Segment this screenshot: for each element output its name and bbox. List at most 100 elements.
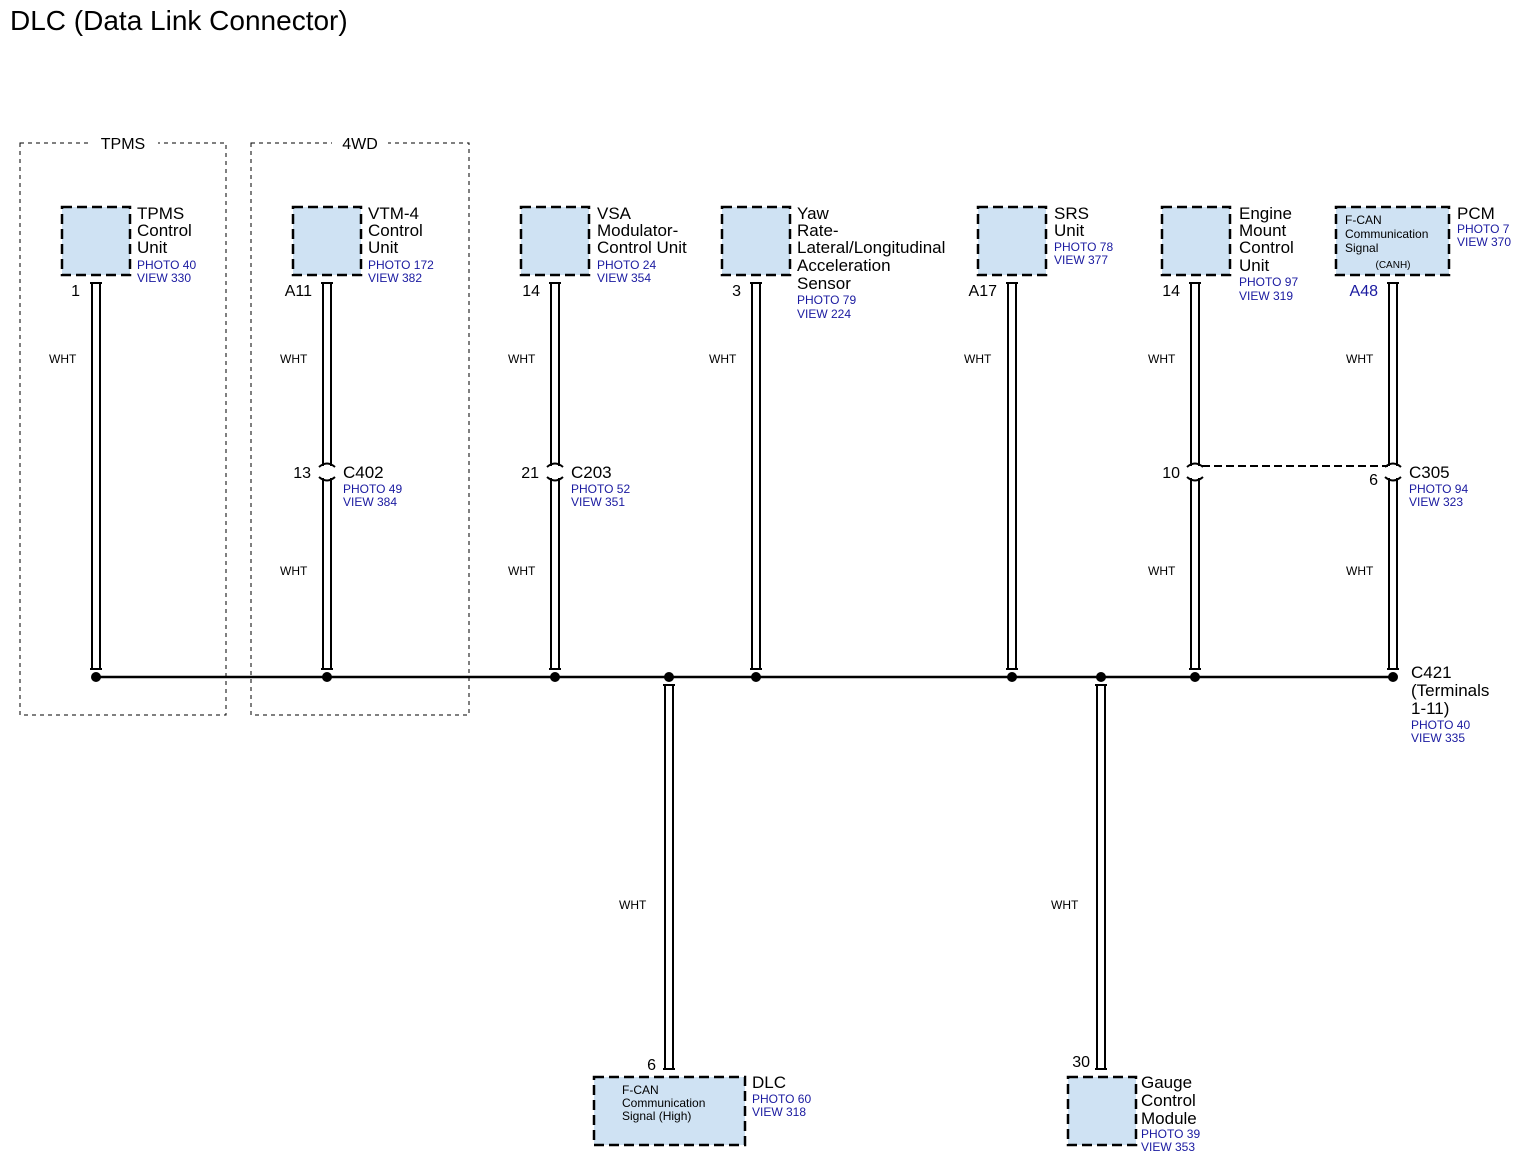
component-name: TPMS [137,204,184,223]
view-ref: VIEW 353 [1141,1140,1195,1154]
view-ref: VIEW 351 [571,495,625,509]
pin-number: 6 [1369,472,1378,489]
connector-mark [546,476,564,482]
component-name: Unit [368,238,399,257]
component-name: Sensor [797,274,851,293]
splice-node [1007,672,1017,682]
component-vsa: VSA Modulator- Control Unit PHOTO 24 VIE… [522,204,687,300]
page-title: DLC (Data Link Connector) [10,5,348,36]
splice-node [550,672,560,682]
photo-ref: PHOTO 40 [137,258,196,272]
photo-ref: PHOTO 60 [752,1092,811,1106]
component-pcm: F-CAN Communication Signal (CANH) PCM PH… [1345,204,1511,300]
group-4wd: 4WD [250,134,470,716]
component-box-gauge [1066,1075,1138,1147]
view-ref: VIEW 382 [368,271,422,285]
connector-id: C203 [571,463,612,482]
connector-mark [1384,476,1402,482]
view-ref: VIEW 384 [343,495,397,509]
component-name: SRS [1054,204,1089,223]
pin-number: 10 [1162,465,1180,482]
component-name: Yaw [797,204,830,223]
splice-node [322,672,332,682]
component-name: Mount [1239,221,1287,240]
connector-id: C421 [1411,663,1452,682]
connector-c402: C402 PHOTO 49 VIEW 384 13 [293,463,402,509]
wire-color-label: WHT [280,564,308,578]
splice-node [751,672,761,682]
wires [90,282,1402,1070]
photo-ref: PHOTO 7 [1457,222,1510,236]
component-box-pcm [1334,205,1451,277]
pin-number: A17 [969,283,998,300]
splice-node [1388,672,1398,682]
component-name: Unit [137,238,168,257]
component-vtm4: VTM-4 Control Unit PHOTO 172 VIEW 382 A1… [285,204,434,300]
wire-color-label: WHT [1051,898,1079,912]
wire-color-label: WHT [508,564,536,578]
pin-number: 3 [732,283,741,300]
view-ref: VIEW 335 [1411,731,1465,745]
component-box-srs [976,205,1048,277]
group-tpms: TPMS [19,134,227,716]
pin-number: 1 [71,283,80,300]
component-name: Control Unit [597,238,687,257]
component-tpms: TPMS Control Unit PHOTO 40 VIEW 330 1 [71,204,196,300]
component-name: Control [1239,238,1294,257]
component-box-yaw [720,205,792,277]
pin-number: 13 [293,465,311,482]
pin-number: 6 [647,1057,656,1074]
wire-color-label: WHT [709,352,737,366]
component-box-engine [1160,205,1232,277]
component-name: Module [1141,1109,1197,1128]
wire-color-label: WHT [1148,564,1176,578]
component-name: VSA [597,204,632,223]
photo-ref: PHOTO 94 [1409,482,1468,496]
signal-label: Communication [622,1096,705,1110]
view-ref: VIEW 354 [597,271,651,285]
component-name: Modulator- [597,221,678,240]
view-ref: VIEW 370 [1457,235,1511,249]
photo-ref: PHOTO 78 [1054,240,1113,254]
photo-ref: PHOTO 39 [1141,1127,1200,1141]
wire-color-label: WHT [280,352,308,366]
connector-mark [1384,462,1402,468]
wire-color-label: WHT [1346,352,1374,366]
wire-color-label: WHT [619,898,647,912]
group-label-4wd: 4WD [342,136,378,153]
photo-ref: PHOTO 49 [343,482,402,496]
splice-node [91,672,101,682]
component-name: Control [368,221,423,240]
view-ref: VIEW 377 [1054,253,1108,267]
component-box-tpms [60,205,132,277]
wire-color-label: WHT [964,352,992,366]
connector-c421: C421 (Terminals 1-11) PHOTO 40 VIEW 335 [1411,663,1489,745]
component-name: Unit [1054,221,1085,240]
wire-color-label: WHT [508,352,536,366]
pin-number: 14 [522,283,540,300]
connector-c305: C305 PHOTO 94 VIEW 323 10 6 [1162,463,1468,509]
component-name: Gauge [1141,1073,1192,1092]
component-yaw: Yaw Rate- Lateral/Longitudinal Accelerat… [732,204,945,321]
component-box-vtm4 [291,205,363,277]
splice-node [1190,672,1200,682]
component-srs: SRS Unit PHOTO 78 VIEW 377 A17 [969,204,1114,300]
connector-mark [318,462,336,468]
component-name: Acceleration [797,256,891,275]
pin-number: 30 [1072,1054,1090,1071]
signal-label: Communication [1345,227,1428,241]
component-dlc: F-CAN Communication Signal (High) DLC PH… [622,1057,811,1123]
component-box-vsa [519,205,591,277]
component-name: Rate- [797,221,839,240]
connector-mark [1186,476,1204,482]
component-engine-mount: Engine Mount Control Unit PHOTO 97 VIEW … [1162,204,1298,303]
wire-color-label: WHT [49,352,77,366]
component-name: Unit [1239,256,1270,275]
photo-ref: PHOTO 24 [597,258,656,272]
connector-mark [1186,462,1204,468]
view-ref: VIEW 318 [752,1105,806,1119]
component-name: Lateral/Longitudinal [797,238,945,257]
connector-mark [546,462,564,468]
connector-desc: 1-11) [1411,699,1449,718]
